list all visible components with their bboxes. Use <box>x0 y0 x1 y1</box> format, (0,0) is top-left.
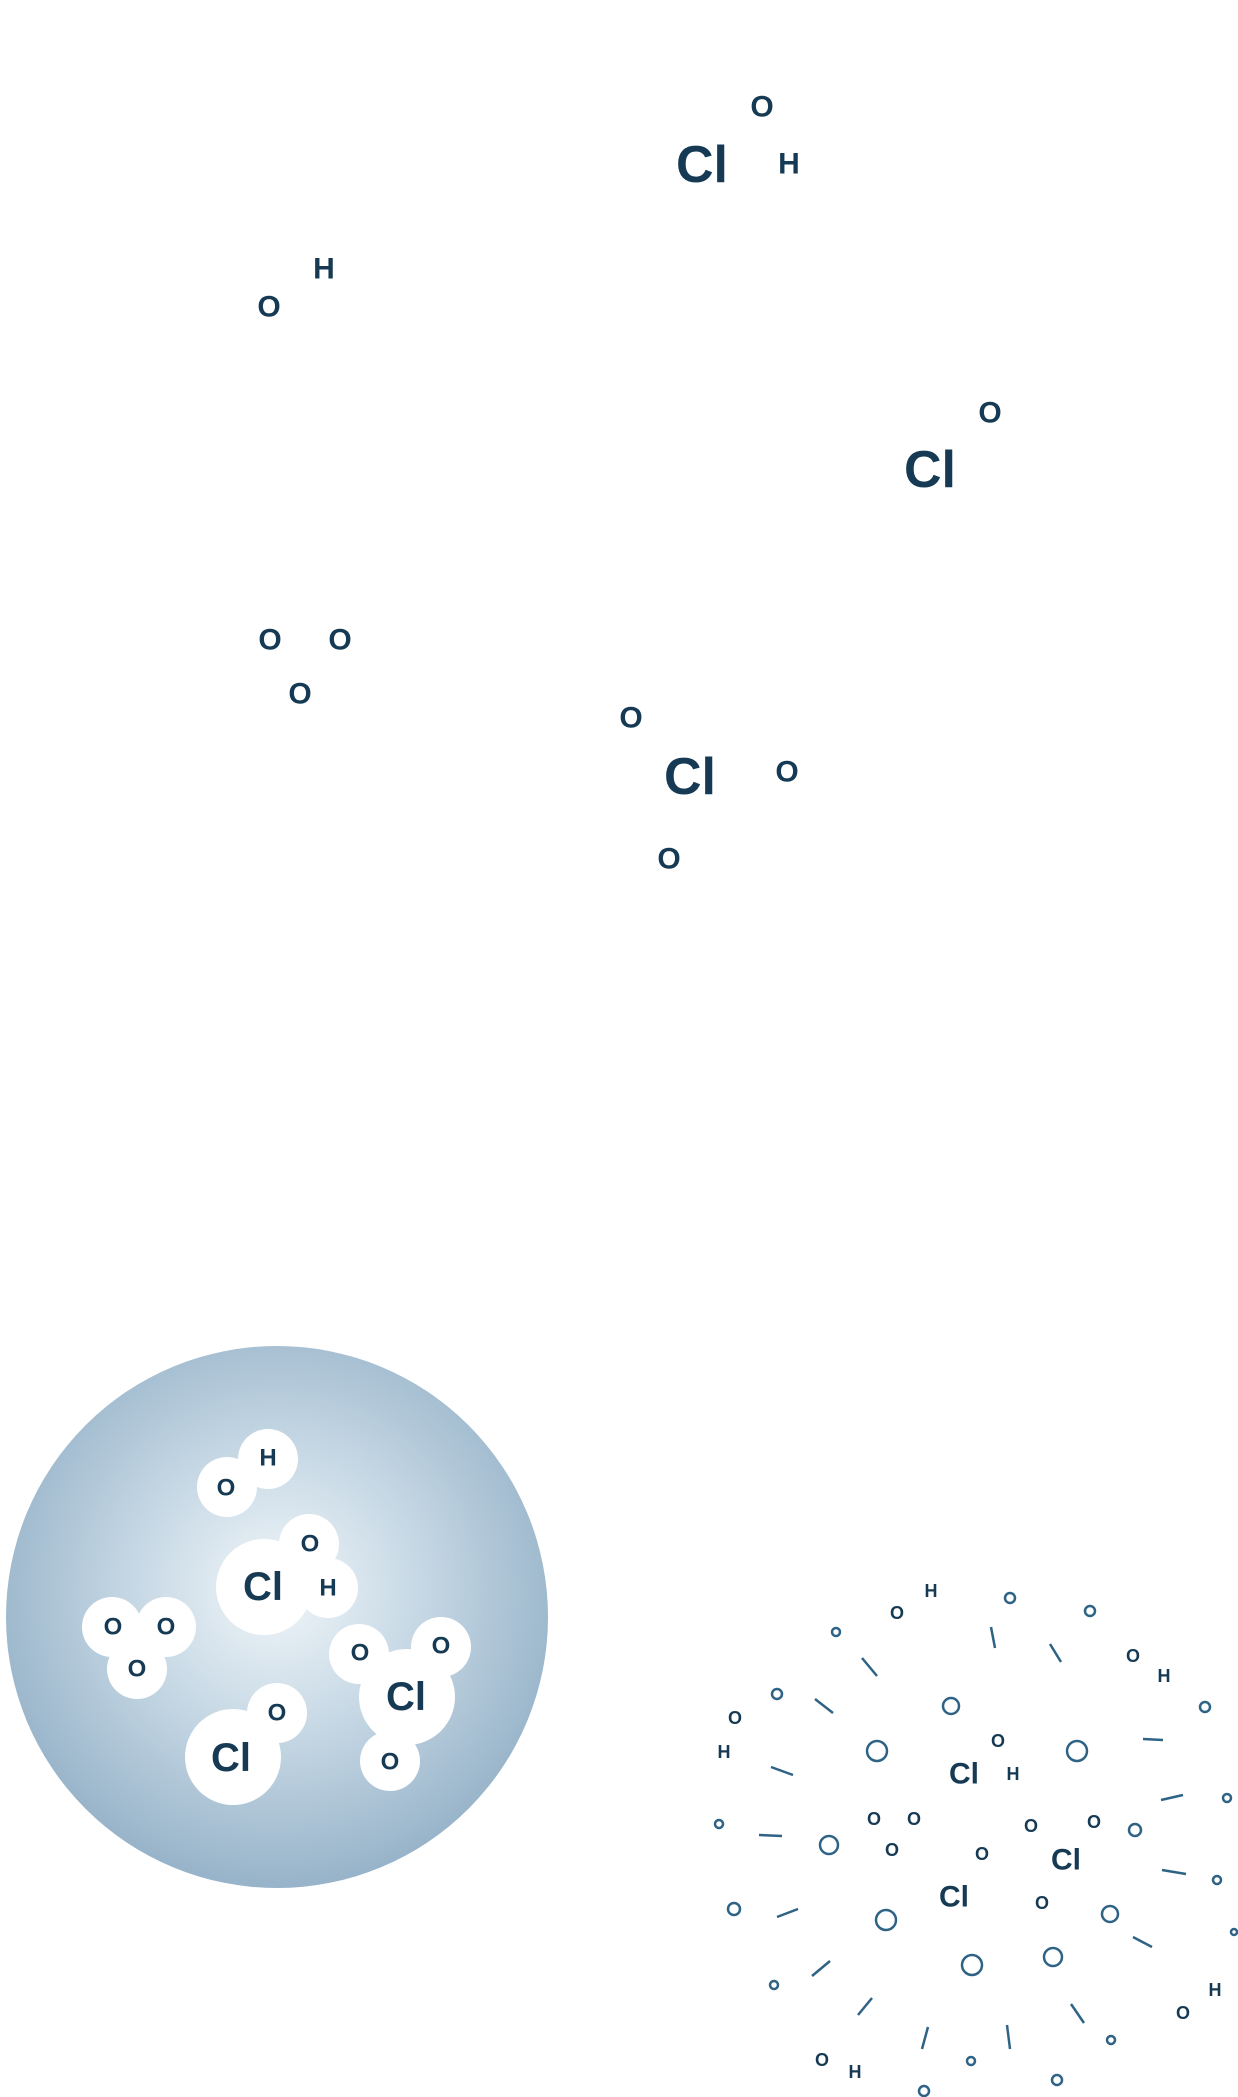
oxygen-atom-label: O <box>815 2050 829 2070</box>
chlorine-atom-label: Cl <box>949 1758 979 1791</box>
oxygen-atom-label: O <box>890 1603 904 1623</box>
oxygen-atom-label: O <box>1176 2003 1190 2023</box>
oxygen-atom-label: O <box>328 624 351 657</box>
oxygen-atom-label: O <box>975 1844 989 1864</box>
oxygen-atom-label: O <box>1087 1812 1101 1832</box>
hydrogen-atom-label: H <box>313 253 335 286</box>
dispersion-cluster: O H O H O H Cl O H O O O O O Cl O Cl O O… <box>713 1581 1238 2097</box>
chlorine-dioxide-molecule: Cl O <box>904 397 1002 500</box>
hydrogen-atom-label: H <box>319 1575 336 1602</box>
chlorine-atom-label: Cl <box>664 748 716 806</box>
chlorine-atom-label: Cl <box>939 1881 969 1914</box>
chlorine-atom-label: Cl <box>676 136 728 194</box>
oxygen-atom-label: O <box>867 1809 881 1829</box>
oxygen-atom-label: O <box>381 1749 400 1776</box>
oxygen-atom-label: O <box>288 678 311 711</box>
oxygen-atom-label: O <box>268 1700 287 1727</box>
chlorine-atom-label: Cl <box>211 1736 251 1780</box>
oxygen-atom-label: O <box>301 1531 320 1558</box>
oxygen-atom-label: O <box>217 1475 236 1502</box>
oxygen-atom-label: O <box>1024 1816 1038 1836</box>
oxygen-atom-label: O <box>157 1614 176 1641</box>
oxygen-atom-label: O <box>1035 1893 1049 1913</box>
oxygen-atom-label: O <box>432 1633 451 1660</box>
oxygen-atom-label: O <box>351 1640 370 1667</box>
oxygen-atom-label: O <box>991 1731 1005 1751</box>
hydrogen-atom-label: H <box>925 1581 938 1601</box>
chlorine-atom-label: Cl <box>1051 1844 1081 1877</box>
oxygen-atom-label: O <box>128 1656 147 1683</box>
hydrogen-atom-label: H <box>718 1742 731 1762</box>
molecule-sphere: O H Cl O H O O O Cl O <box>6 1346 548 1888</box>
oxygen-atom-label: O <box>657 843 680 876</box>
hydroxyl-molecule: O H <box>257 253 335 324</box>
oxygen-atom-label: O <box>104 1614 123 1641</box>
dispersion-particles <box>713 1591 1238 2097</box>
oxygen-atom-label: O <box>1126 1646 1140 1666</box>
hypochlorous-acid-molecule: Cl O H <box>676 91 800 195</box>
oxygen-atom-label: O <box>750 91 773 124</box>
hydrogen-atom-label: H <box>1158 1666 1171 1686</box>
chlorate-molecule: Cl O O O <box>619 702 798 876</box>
hydrogen-atom-label: H <box>778 148 800 181</box>
ozone-bubble: O O O <box>82 1597 196 1699</box>
oxygen-atom-label: O <box>907 1809 921 1829</box>
chlorine-dioxide-bubble: Cl O <box>185 1683 307 1805</box>
oxygen-atom-label: O <box>257 291 280 324</box>
oxygen-atom-label: O <box>978 397 1001 430</box>
oxygen-atom-label: O <box>728 1708 742 1728</box>
hydrogen-atom-label: H <box>849 2062 862 2082</box>
chlorine-atom-label: Cl <box>243 1565 283 1609</box>
ozone-molecule: O O O <box>258 624 351 711</box>
chlorine-atom-label: Cl <box>904 441 956 499</box>
hydroxyl-bubble: O H <box>197 1429 298 1517</box>
oxygen-atom-label: O <box>885 1840 899 1860</box>
hypochlorous-acid-bubble: Cl O H <box>216 1514 358 1635</box>
dispersion-labels: O H O H O H Cl O H O O O O O Cl O Cl O O… <box>718 1581 1222 2082</box>
hydrogen-atom-label: H <box>1209 1980 1222 2000</box>
chlorine-atom-label: Cl <box>386 1675 426 1719</box>
chlorate-bubble: Cl O O O <box>329 1617 471 1791</box>
hydrogen-atom-label: H <box>259 1445 276 1472</box>
hydrogen-atom-label: H <box>1007 1764 1020 1784</box>
oxygen-atom-label: O <box>619 702 642 735</box>
oxygen-atom-label: O <box>775 756 798 789</box>
oxygen-atom-label: O <box>258 624 281 657</box>
